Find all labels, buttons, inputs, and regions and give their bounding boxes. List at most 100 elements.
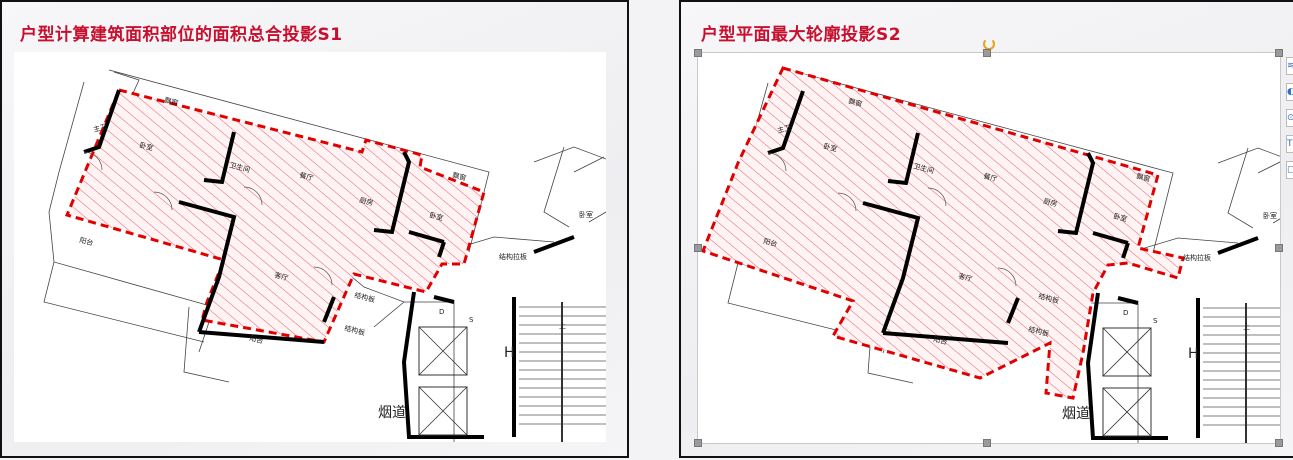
floor-plan-drawing: 主卫卧室卫生间餐厅厨房飘窗飘窗卧室阳台客厅结构板结构板结构拉板阳台DSH烟道卧室…	[43, 69, 606, 442]
room-label-mark-h: H	[504, 345, 515, 361]
plan-line	[533, 146, 606, 163]
resize-handle-n[interactable]	[983, 49, 991, 57]
wall	[1057, 152, 1096, 236]
wall	[1217, 236, 1259, 255]
wall	[1121, 242, 1130, 259]
wall	[1092, 231, 1129, 245]
slide-s2: 户型平面最大轮廓投影S2 主卫卧室卫生间餐厅厨房飘窗飘窗卧室阳台客厅结构板结构板…	[679, 0, 1293, 458]
plan-line	[727, 262, 889, 344]
slide-s1: 户型计算建筑面积部位的面积总合投影S1 主卫卧室卫生间餐厅厨房飘窗飘窗卧室阳台客…	[0, 0, 629, 458]
room-label-stair-up: 上	[559, 321, 566, 330]
frame-icon[interactable]: ▢	[1286, 161, 1293, 179]
room-label-living: 客厅	[273, 270, 289, 282]
wall	[203, 131, 236, 185]
door-arc	[153, 191, 173, 211]
room-label-bay-window1: 飘窗	[847, 96, 863, 108]
text-icon[interactable]: T	[1286, 135, 1293, 153]
wall	[767, 90, 805, 155]
layout-options-icon[interactable]: ≋	[1286, 57, 1293, 75]
room-label-living: 客厅	[957, 271, 973, 283]
wall	[433, 295, 455, 304]
wall	[437, 241, 446, 258]
room-label-struct-slab1: 结构板	[353, 290, 376, 304]
elevator-cross	[418, 326, 468, 376]
plan-line	[573, 156, 605, 173]
elevator-shaft	[1102, 327, 1152, 377]
room-label-bedroom1: 卧室	[138, 140, 154, 152]
slide-title: 户型计算建筑面积部位的面积总合投影S1	[20, 25, 343, 45]
room-label-struct-tie-slab: 结构拉板	[1183, 253, 1211, 262]
wall	[1085, 292, 1168, 440]
room-label-balcony2: 阳台	[932, 334, 948, 346]
plan-group: 主卫卧室卫生间餐厅厨房飘窗飘窗卧室阳台客厅结构板结构板结构拉板阳台DSH烟道卧室…	[701, 66, 1280, 443]
wall	[401, 291, 484, 439]
plan-line	[373, 301, 455, 442]
door-arc	[243, 186, 263, 206]
area-outline	[64, 88, 486, 344]
door-arc	[313, 266, 333, 286]
filter-icon[interactable]: ⊙	[1286, 109, 1293, 127]
resize-handle-sw[interactable]	[694, 439, 702, 447]
room-label-door-s: S	[469, 316, 474, 324]
door-arc	[997, 267, 1017, 287]
plan-line	[183, 306, 230, 383]
room-label-master-bath: 主卫	[92, 122, 108, 134]
room-label-stair-up: 上	[1243, 322, 1250, 331]
room-label-bay-window2: 飘窗	[451, 170, 467, 182]
wall	[322, 296, 336, 323]
door-arc	[83, 151, 103, 171]
style-icon[interactable]: ◐	[1286, 83, 1293, 101]
resize-handle-ne[interactable]	[1275, 49, 1283, 57]
wall	[198, 330, 325, 344]
elevator-shaft	[418, 386, 468, 436]
room-label-balcony1: 阳台	[762, 236, 778, 248]
plan-line	[1217, 147, 1280, 164]
room-label-bay-window1: 飘窗	[163, 95, 179, 107]
room-label-balcony2: 阳台	[248, 333, 264, 345]
room-label-dining: 餐厅	[298, 170, 314, 182]
room-label-bedroom3: 卧室	[1263, 211, 1277, 220]
resize-handle-nw[interactable]	[694, 49, 702, 57]
wall	[408, 230, 445, 244]
plan-line	[543, 146, 570, 228]
room-label-kitchen: 厨房	[1042, 196, 1058, 208]
room-label-mark-h: H	[1188, 346, 1199, 362]
room-label-bedroom1: 卧室	[822, 141, 838, 153]
room-label-door-s: S	[1153, 317, 1158, 325]
plan-line	[588, 211, 606, 223]
room-label-door-d: D	[1123, 309, 1128, 317]
wall	[1006, 297, 1020, 324]
wall	[862, 201, 921, 334]
room-label-bedroom2: 卧室	[428, 210, 444, 222]
room-label-bedroom3: 卧室	[579, 210, 593, 219]
wall	[178, 200, 237, 333]
room-label-kitchen: 厨房	[358, 195, 374, 207]
elevator-cross	[1102, 327, 1152, 377]
wall	[533, 235, 575, 254]
floor-plan-drawing: 主卫卧室卫生间餐厅厨房飘窗飘窗卧室阳台客厅结构板结构板结构拉板阳台DSH烟道卧室…	[701, 66, 1280, 443]
door-arc	[837, 192, 857, 212]
slide-title: 户型平面最大轮廓投影S2	[701, 25, 902, 45]
elevator-cross	[1102, 387, 1152, 437]
resize-handle-w[interactable]	[694, 244, 702, 252]
room-label-struct-tie-slab: 结构拉板	[499, 252, 527, 261]
room-label-struct-slab2: 结构板	[343, 323, 366, 337]
resize-handle-e[interactable]	[1275, 244, 1283, 252]
wall	[1117, 296, 1139, 305]
room-label-master-bath: 主卫	[776, 123, 792, 135]
plan-group: 主卫卧室卫生间餐厅厨房飘窗飘窗卧室阳台客厅结构板结构板结构拉板阳台DSH烟道卧室…	[43, 69, 606, 442]
elevator-shaft	[1102, 387, 1152, 437]
wall	[882, 331, 1009, 345]
elevator-shaft	[418, 326, 468, 376]
room-label-bedroom2: 卧室	[1112, 211, 1128, 223]
room-label-flue: 烟道	[1062, 406, 1090, 422]
resize-handle-s[interactable]	[983, 439, 991, 447]
door-arc	[927, 187, 947, 207]
room-label-dining: 餐厅	[982, 171, 998, 183]
resize-handle-se[interactable]	[1275, 439, 1283, 447]
area-outline	[701, 66, 1185, 400]
plan-line	[1272, 218, 1280, 224]
room-label-door-d: D	[439, 308, 444, 316]
door-arc	[767, 152, 787, 172]
